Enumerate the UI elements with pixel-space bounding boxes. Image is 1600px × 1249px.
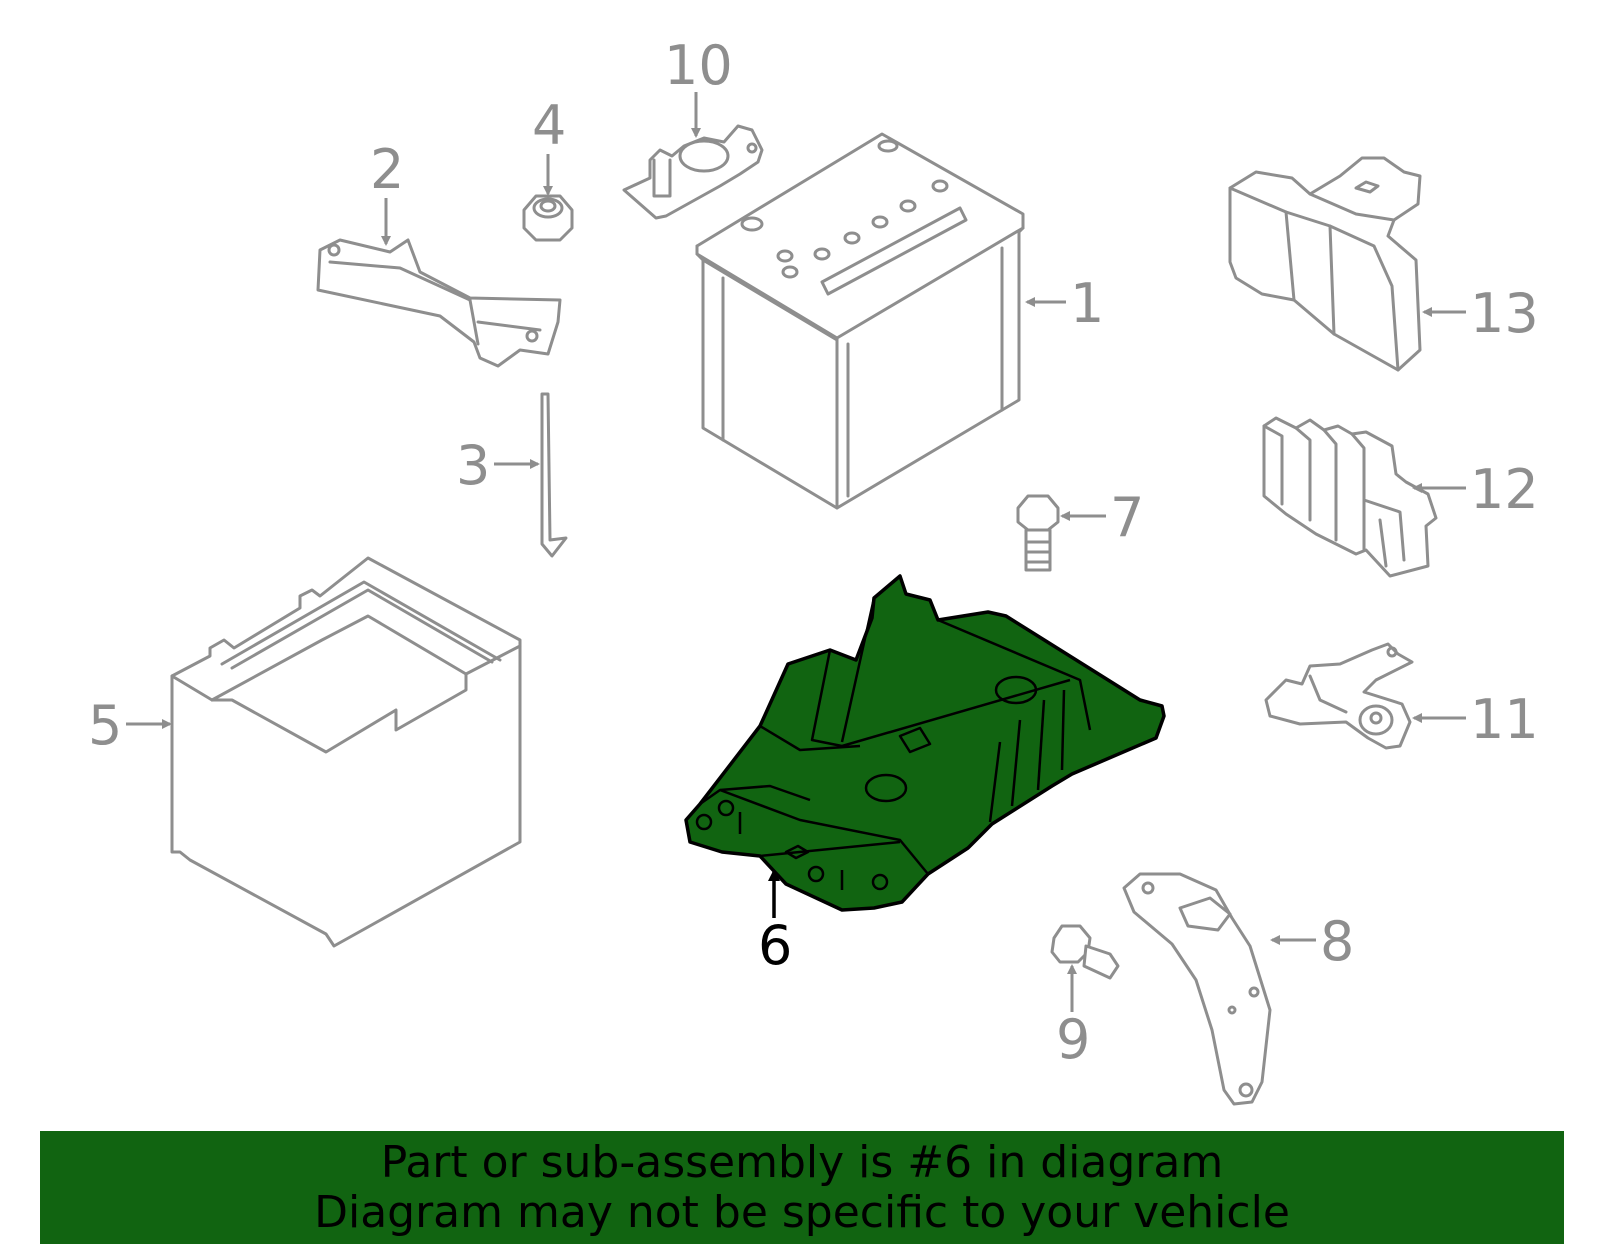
callout-5: 5	[88, 694, 122, 757]
bolt-7-part[interactable]	[1016, 494, 1060, 572]
support-bracket-part[interactable]	[1122, 872, 1272, 1106]
callout-7: 7	[1110, 486, 1144, 549]
callout-10: 10	[664, 34, 733, 97]
fuse-block-part[interactable]	[1262, 416, 1438, 578]
callout-3: 3	[456, 434, 490, 497]
callout-labels: 1 2 3 4 5 6 7 8 9 10 11 12 13	[88, 34, 1539, 1071]
callout-2: 2	[370, 138, 404, 201]
callout-11: 11	[1470, 688, 1539, 751]
banner-line-disclaimer: Diagram may not be specific to your vehi…	[314, 1186, 1290, 1238]
bolt-9-part[interactable]	[1050, 924, 1120, 980]
callout-8: 8	[1320, 910, 1354, 973]
callout-12: 12	[1470, 458, 1539, 521]
callout-4: 4	[532, 94, 566, 157]
battery-tray-part[interactable]	[684, 574, 1166, 912]
part-info-banner: Part or sub-assembly is #6 in diagram Di…	[40, 1131, 1564, 1244]
hold-down-rod-part[interactable]	[540, 392, 568, 558]
callout-1: 1	[1070, 272, 1104, 335]
negative-terminal-part[interactable]	[622, 124, 764, 220]
battery-part[interactable]	[695, 132, 1025, 510]
callout-6: 6	[758, 914, 792, 977]
leader-lines	[126, 92, 1466, 1012]
callout-13: 13	[1470, 282, 1539, 345]
hold-down-bracket-part[interactable]	[316, 238, 562, 368]
positive-terminal-part[interactable]	[1264, 642, 1414, 750]
nut-part[interactable]	[522, 194, 574, 242]
callout-9: 9	[1056, 1008, 1090, 1071]
terminal-cover-part[interactable]	[1228, 156, 1422, 372]
battery-cover-part[interactable]	[170, 556, 522, 948]
banner-line-part-number: Part or sub-assembly is #6 in diagram	[380, 1136, 1224, 1188]
